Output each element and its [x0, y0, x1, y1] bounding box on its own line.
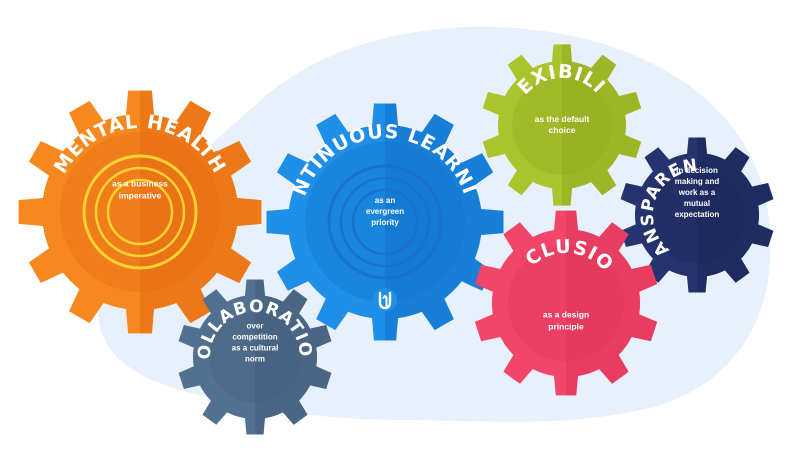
gear-inner-disc: [508, 245, 624, 361]
gear-subtitle-line: mutual: [684, 199, 710, 208]
gear-ring: [339, 176, 431, 268]
gear-subtitle-line: competition: [232, 333, 277, 342]
gear-inner-disc: [649, 167, 745, 263]
gear-subtitle-line: principle: [548, 321, 584, 331]
gear-subtitle-line: as a business: [112, 178, 168, 188]
gear-subtitle-line: as a design: [543, 309, 589, 319]
gear-subtitle-line: as the default: [535, 114, 590, 124]
gear-subtitle-line: as an: [375, 196, 396, 205]
gear-subtitle-line: expectation: [675, 210, 720, 219]
gear-subtitle-line: priority: [371, 218, 399, 227]
gear-subtitle-line: over: [247, 322, 264, 331]
upwork-style-logo-icon: [373, 288, 397, 312]
gear-subtitle-line: as a cultural: [232, 344, 279, 353]
gear-subtitle-line: norm: [245, 355, 265, 364]
gear-ring: [94, 166, 186, 258]
gear-subtitle-line: making and: [675, 177, 720, 186]
gear-subtitle-line: choice: [549, 125, 576, 135]
gear-subtitle-line: work as a: [678, 188, 716, 197]
gear-inner-disc: [209, 311, 301, 403]
gear-subtitle-line: in decision: [676, 166, 718, 175]
gear-subtitle-line: evergreen: [366, 207, 404, 216]
gear-ring: [351, 188, 419, 256]
gear-ring: [82, 154, 198, 270]
gear-ring: [327, 164, 443, 280]
gear-ring: [106, 178, 174, 246]
gear-inner-disc: [512, 75, 612, 175]
gear-subtitle-line: imperative: [119, 190, 162, 200]
